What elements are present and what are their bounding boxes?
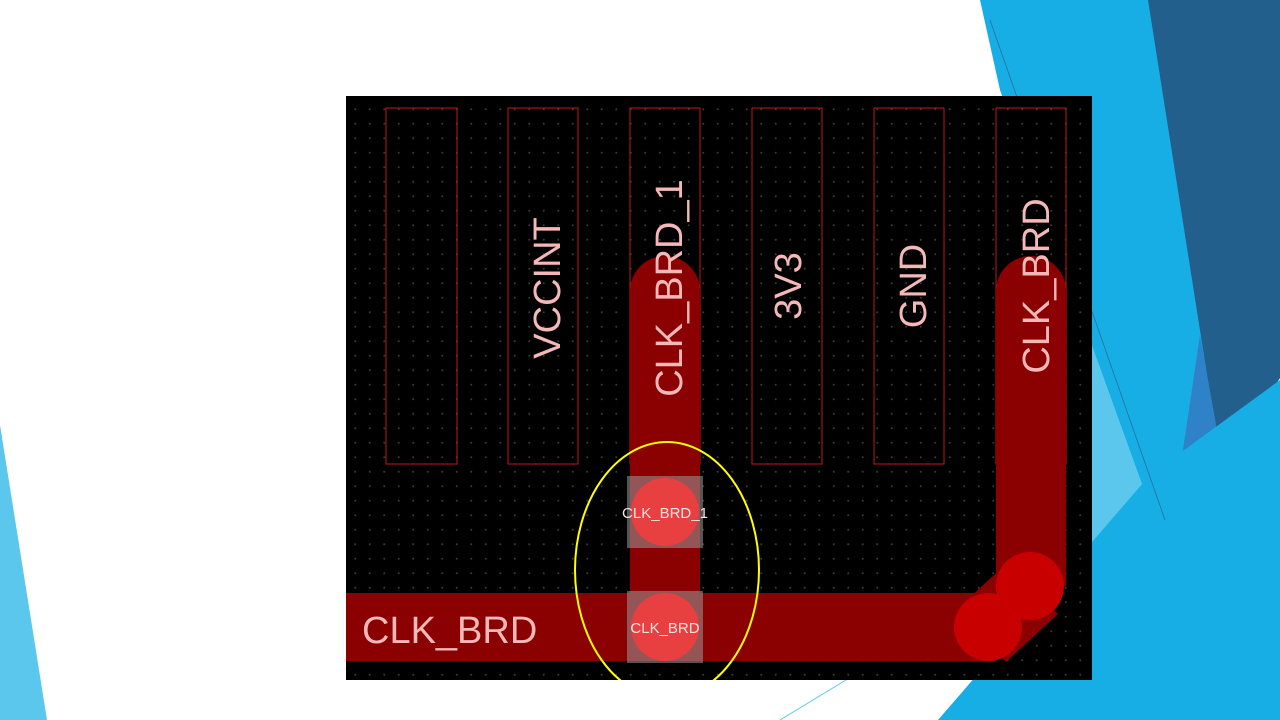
trace-end-cap [996, 552, 1064, 620]
pad-net-label: GND [893, 244, 935, 328]
dark-blue-shape [1148, 0, 1280, 470]
trace-clk-brd-vertical[interactable] [996, 256, 1066, 586]
via-group: CLK_BRD_1 CLK_BRD [622, 476, 708, 663]
pad-label-group: VCCINT CLK_BRD_1 3V3 GND CLK_BRD [527, 179, 1058, 397]
pcb-canvas[interactable]: VCCINT CLK_BRD_1 3V3 GND CLK_BRD CLK_BRD… [346, 96, 1092, 680]
via-net-label: CLK_BRD [630, 620, 699, 637]
trace-end-cap [954, 593, 1022, 661]
pad-net-label: VCCINT [527, 217, 569, 358]
highlight-ellipse [574, 441, 760, 680]
pad-net-label: CLK_BRD [1016, 198, 1058, 373]
via[interactable] [631, 478, 699, 546]
pad-group [385, 107, 1067, 465]
pad-net-label: 3V3 [768, 252, 810, 320]
pad-outline[interactable] [385, 107, 458, 465]
pad-outline[interactable] [751, 107, 823, 465]
trace-net-label: CLK_BRD [362, 610, 537, 652]
pad-outline[interactable] [873, 107, 945, 465]
pad-net-label: CLK_BRD_1 [649, 179, 691, 397]
pad-outline[interactable] [507, 107, 579, 465]
pcb-layout-view[interactable]: VCCINT CLK_BRD_1 3V3 GND CLK_BRD CLK_BRD… [346, 96, 1092, 680]
thin-line-shape [779, 679, 847, 720]
via[interactable] [631, 593, 699, 661]
via-net-label: CLK_BRD_1 [622, 505, 708, 522]
left-edge-shape [0, 425, 47, 720]
trace-group [346, 256, 1066, 662]
